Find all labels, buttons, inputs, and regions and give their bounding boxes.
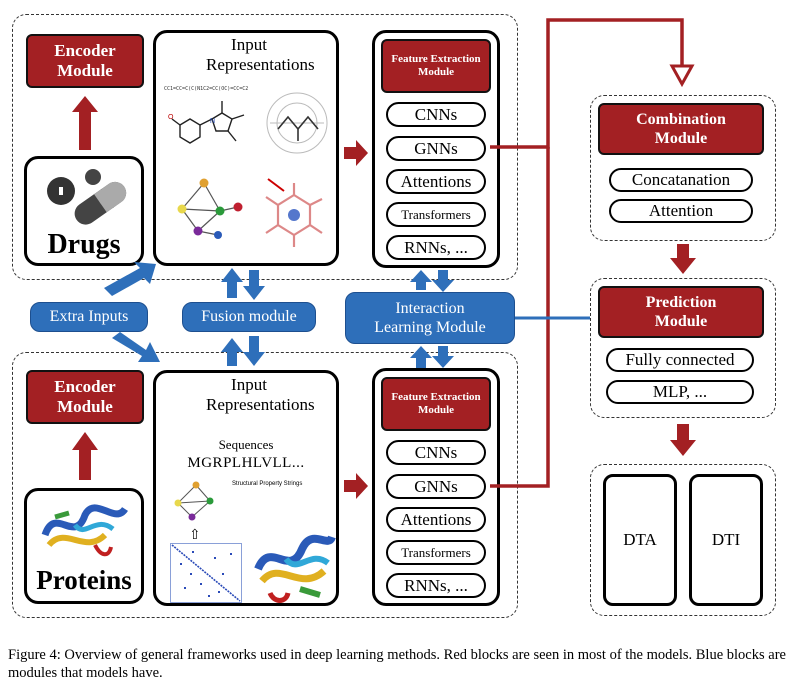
protein-encoder-label: Encoder Module [54, 376, 116, 416]
contact-map-icon [170, 543, 242, 603]
smiles-string: CC1=CC=C(C(N1C2=CC(OC)=CC=C2 [164, 86, 249, 92]
protein-encoder-arrow [72, 432, 98, 480]
prediction-to-output-arrow [670, 424, 696, 456]
interaction-up-arrow-drug [410, 270, 432, 290]
protein-structure-icon [254, 534, 336, 603]
drugs-label: Drugs [47, 229, 121, 260]
extra-inputs-down-arrow [112, 332, 160, 362]
protein-input-title: Input Representations [206, 375, 315, 415]
sequences-label: Sequences [218, 437, 274, 452]
drugs-panel: Drugs [24, 156, 144, 266]
up-arrow-icon: ⇧ [189, 528, 201, 543]
protein-sequence: MGRPLHLVLL... [187, 455, 305, 471]
molecular-graph-icon [177, 178, 243, 239]
prediction-fully-connected: Fully connected [606, 348, 754, 372]
drug-feature-extraction-title: Feature Extraction Module [381, 39, 491, 93]
protein-method-transformers: Transformers [386, 540, 486, 565]
drug-feed-line [490, 18, 684, 149]
output-dti: DTI [689, 474, 763, 606]
interaction-learning-label: Interaction Learning Module [374, 299, 486, 336]
proteins-panel: Proteins [24, 488, 144, 604]
protein-feed-line [490, 147, 550, 488]
fusion-down-arrow-protein [243, 336, 265, 366]
interaction-up-arrow-protein [410, 346, 432, 368]
prediction-module: Prediction Module [598, 286, 764, 338]
prediction-title-text: Prediction Module [645, 293, 717, 330]
output-dti-label: DTI [711, 530, 741, 549]
combination-group [590, 95, 776, 241]
figure-caption: Figure 4: Overview of general frameworks… [8, 647, 786, 682]
interaction-down-arrow-protein [432, 346, 454, 368]
combination-to-prediction-arrow [670, 244, 696, 274]
interaction-learning-module: Interaction Learning Module [345, 292, 515, 344]
protein-method-attentions: Attentions [386, 507, 486, 532]
protein-feature-extraction: Feature Extraction Module CNNs GNNs Atte… [372, 368, 500, 606]
protein-ligand-icon [265, 178, 323, 247]
drug-to-feature-arrow [344, 140, 368, 166]
molecule-structure-icon: N O [168, 101, 245, 144]
output-dta-label: DTA [623, 530, 657, 549]
svg-text:O: O [168, 114, 174, 121]
structural-property-strings: Structural Property Strings [232, 481, 303, 487]
drug-input-title: Input Representations [206, 35, 315, 75]
combination-title-text: Combination Module [636, 110, 726, 147]
drug-feature-title-text: Feature Extraction Module [391, 52, 481, 78]
drug-input-representations: Input Representations CC1=CC=C(C(N1C2=CC… [153, 30, 339, 266]
drug-method-rnns: RNNs, ... [386, 235, 486, 260]
protein-encoder-module: Encoder Module [26, 370, 144, 424]
protein-input-representations: Input Representations Sequences MGRPLHLV… [153, 370, 339, 606]
extra-inputs-module: Extra Inputs [30, 302, 148, 332]
protein-to-feature-arrow [344, 473, 368, 499]
pill-icon [47, 169, 127, 225]
protein-method-rnns: RNNs, ... [386, 573, 486, 598]
combination-arrowhead [669, 64, 695, 88]
combination-module: Combination Module [598, 103, 764, 155]
protein-feature-extraction-title: Feature Extraction Module [381, 377, 491, 431]
drug-feature-extraction: Feature Extraction Module CNNs GNNs Atte… [372, 30, 500, 268]
output-group [590, 464, 776, 616]
connector-layer [72, 18, 696, 499]
combination-attention: Attention [609, 199, 753, 223]
fusion-up-arrow-drug [221, 268, 243, 298]
fusion-down-arrow-drug [243, 270, 265, 300]
drug-encoder-label: Encoder Module [54, 40, 116, 80]
svg-text:N: N [210, 118, 215, 125]
protein-graph-icon [174, 481, 214, 521]
drug-method-transformers: Transformers [386, 202, 486, 227]
output-dta: DTA [603, 474, 677, 606]
drug-encoder-arrow [72, 96, 98, 150]
combination-concatanation: Concatanation [609, 168, 753, 192]
molecule-3d-icon [266, 92, 328, 154]
drug-method-gnns: GNNs [386, 136, 486, 161]
protein-ribbon-icon [41, 504, 128, 557]
protein-method-gnns: GNNs [386, 474, 486, 499]
prediction-group [590, 278, 776, 418]
drug-method-cnns: CNNs [386, 102, 486, 127]
fusion-module: Fusion module [182, 302, 316, 332]
extra-inputs-up-arrow [104, 262, 156, 296]
proteins-label: Proteins [36, 565, 132, 595]
fusion-up-arrow-protein [221, 338, 243, 366]
drug-encoder-module: Encoder Module [26, 34, 144, 88]
protein-feature-title-text: Feature Extraction Module [391, 390, 481, 416]
protein-method-cnns: CNNs [386, 440, 486, 465]
interaction-down-arrow-drug [432, 270, 454, 292]
drug-method-attentions: Attentions [386, 169, 486, 194]
prediction-mlp: MLP, ... [606, 380, 754, 404]
